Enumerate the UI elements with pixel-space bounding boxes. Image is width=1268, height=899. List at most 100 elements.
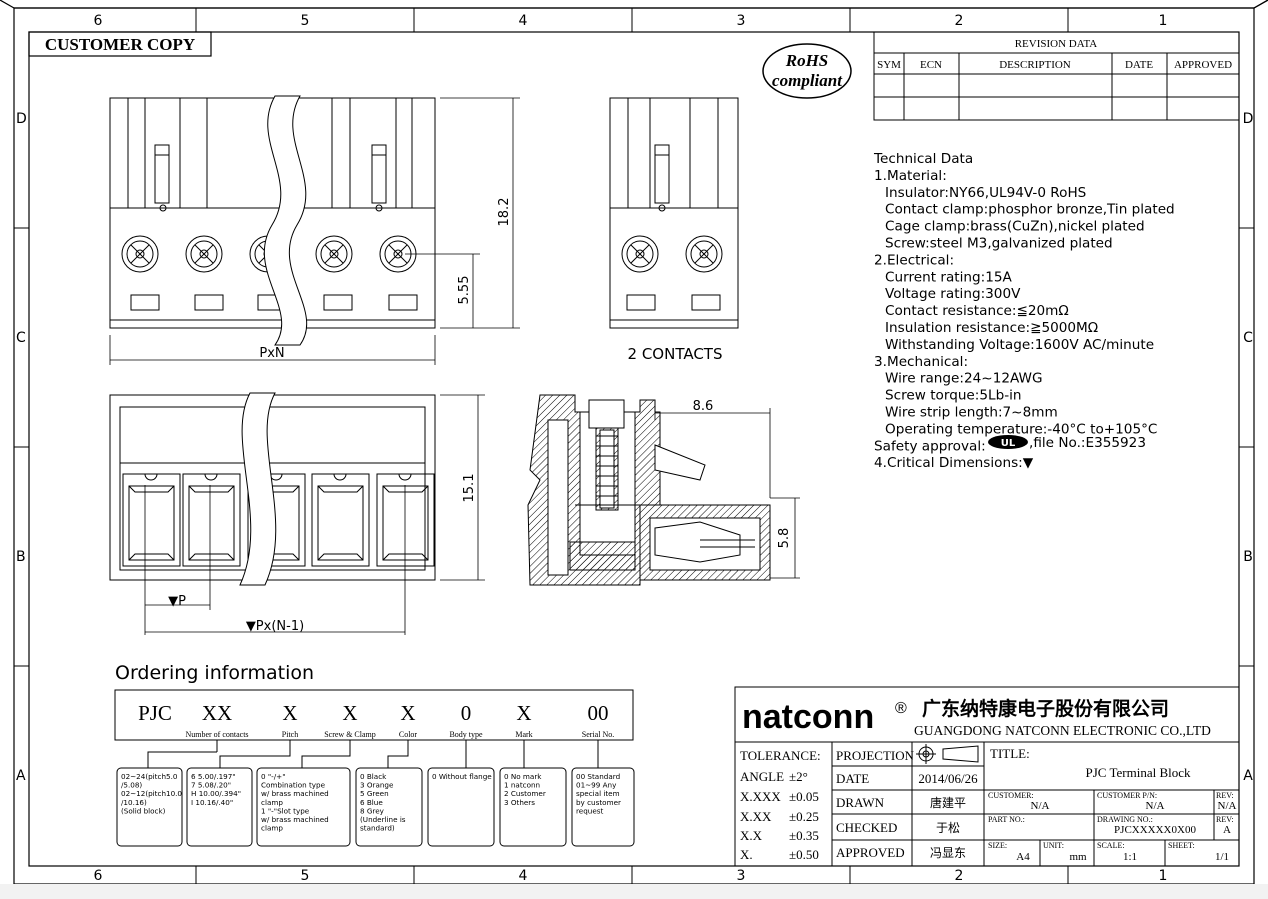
rev-label-1: REV: [1216, 791, 1234, 800]
zone-dividers [14, 8, 1254, 884]
brand-registered: ® [895, 700, 907, 717]
order-note-line: 2 Customer [504, 789, 546, 798]
two-contacts-label: 2 CONTACTS [628, 345, 723, 363]
tech-line: 3.Mechanical: [874, 354, 968, 370]
zone-left-D: D [16, 111, 27, 127]
tolerance-label: TOLERANCE: [740, 748, 821, 763]
dim-height-top: 18.2 [497, 198, 512, 227]
order-note-line: Combination type [261, 781, 326, 790]
screw-icon [621, 235, 659, 273]
ordering-title: Ordering information [115, 662, 314, 684]
tech-line: Insulation resistance:≧5000MΩ [885, 320, 1098, 336]
approved-label: APPROVED [836, 845, 905, 860]
scale-value: 1:1 [1123, 851, 1137, 863]
order-note-box [499, 767, 567, 847]
order-note-box [186, 767, 253, 847]
revision-header-ecn: ECN [920, 59, 942, 71]
drawing-no-value: PJCXXXXX0X00 [1114, 824, 1196, 836]
order-code: X [516, 701, 531, 725]
zone-right-A: A [1243, 768, 1253, 784]
order-note-line: 3 Others [504, 798, 535, 807]
tech-line: Wire range:24~12AWG [885, 371, 1043, 387]
size-value: A4 [1016, 851, 1030, 863]
order-note-box [571, 767, 635, 847]
projection-symbol [916, 744, 979, 764]
zone-left-A: A [16, 768, 26, 784]
order-note-line: (Solid block) [121, 806, 166, 815]
revision-header-approved: APPROVED [1174, 59, 1232, 71]
safety-approval-file: ,file No.:E355923 [1029, 435, 1146, 451]
tolerance-angle-key: ANGLE [740, 769, 784, 784]
order-note-line: request [576, 806, 604, 815]
screw-icon [685, 235, 723, 273]
rev-value-2: A [1223, 824, 1231, 836]
wire-opening [182, 473, 241, 567]
order-code-label: Serial No. [582, 730, 614, 739]
order-note-line: I 10.16/.40" [191, 798, 233, 807]
tolerance-x-val: ±0.50 [789, 847, 819, 862]
drawn-value: 唐建平 [930, 795, 966, 810]
projection-label: PROJECTION [836, 748, 915, 763]
ordering-code-box [114, 689, 634, 741]
drawing-no-label: DRAWING NO.: [1097, 815, 1153, 824]
zone-left-C: C [16, 330, 26, 346]
section-view-drawing [527, 394, 771, 586]
title-block-grid [734, 686, 1240, 867]
tech-line: Insulator:NY66,UL94V-0 RoHS [885, 185, 1086, 201]
tolerance-angle-val: ±2° [789, 769, 808, 784]
top-view-break [263, 95, 308, 346]
customer-pn-label: CUSTOMER P/N: [1097, 791, 1157, 800]
order-note-box [427, 767, 495, 847]
tech-line: Contact clamp:phosphor bronze,Tin plated [885, 202, 1175, 218]
brand-logo: natconn [742, 698, 874, 736]
top-view-dimensions [109, 97, 520, 365]
svg-text:UL: UL [1001, 438, 1016, 449]
scale-label: SCALE: [1097, 841, 1125, 850]
date-value: 2014/06/26 [918, 771, 978, 786]
rev-label-2: REV: [1216, 815, 1234, 824]
order-note-line: H 10.00/.394" [191, 789, 241, 798]
order-note-line: 02~12(pitch10.0 [121, 789, 182, 798]
order-code-label: Color [399, 730, 418, 739]
tech-line: Voltage rating:300V [885, 286, 1021, 302]
sheet-label: SHEET: [1168, 841, 1195, 850]
title-label: TITLE: [990, 746, 1030, 761]
front-view-openings [122, 473, 435, 567]
order-note-line: 0 Without flange [432, 772, 492, 781]
zone-bottom-6: 6 [94, 868, 103, 884]
order-note-line: special item [576, 789, 620, 798]
tolerance-xxxx-key: X.XXX [740, 789, 781, 804]
tech-line: 4.Critical Dimensions:▼ [874, 455, 1034, 471]
tech-line: Wire strip length:7~8mm [885, 405, 1058, 421]
order-code: X [282, 701, 297, 725]
tech-line: Cage clamp:brass(CuZn),nickel plated [885, 219, 1145, 235]
approved-value: 冯显东 [930, 846, 966, 860]
zone-bottom-5: 5 [301, 868, 310, 884]
zone-right-D: D [1243, 111, 1254, 127]
two-contact-view-drawing [609, 97, 739, 329]
size-label: SIZE: [988, 841, 1007, 850]
dim-height-front: 15.1 [462, 474, 477, 503]
tech-line: Current rating:15A [885, 269, 1013, 285]
front-view-dimensions [144, 394, 485, 635]
revision-header-sym: SYM [877, 59, 901, 71]
tech-line: 2.Electrical: [874, 252, 954, 268]
order-code: X [400, 701, 415, 725]
customer-label: CUSTOMER: [988, 791, 1034, 800]
zone-top-2: 2 [955, 13, 964, 29]
svg-text:compliant: compliant [772, 71, 843, 90]
order-code: X [342, 701, 357, 725]
order-note-line: 02~24(pitch5.0 [121, 772, 178, 781]
order-note-line: clamp [261, 824, 283, 833]
order-note-line: 00 Standard [576, 772, 620, 781]
order-code-label: Screw & Clamp [324, 730, 376, 739]
order-note-line: 3 Orange [360, 781, 394, 790]
zone-bottom-4: 4 [519, 868, 528, 884]
rohs-badge: RoHS compliant [762, 43, 852, 99]
order-note-line: 1 "-"Slot type [261, 806, 310, 815]
customer-copy-stamp: CUSTOMER COPY [45, 35, 195, 54]
customer-value: N/A [1031, 800, 1050, 812]
zone-left-B: B [16, 549, 26, 565]
two-contact-screws [621, 235, 723, 273]
rev-value-1: N/A [1218, 800, 1237, 812]
